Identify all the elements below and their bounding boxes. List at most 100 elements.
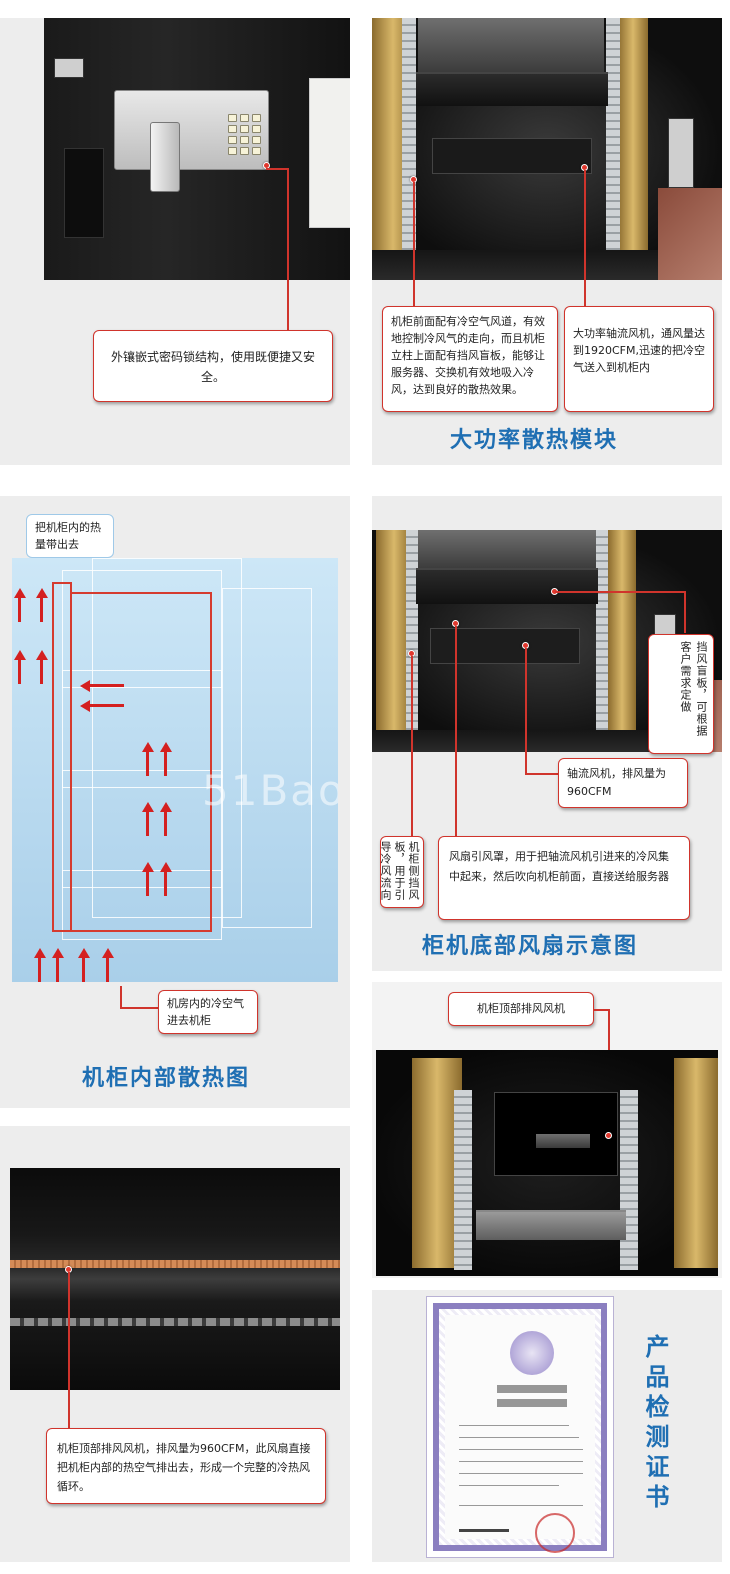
hot-air-out-callout-text: 把机柜内的热量带出去 <box>35 521 101 551</box>
door-latch <box>54 58 84 78</box>
panel-airflow-diagram: 51Baomi.com 把机柜内的热量带出去 机房内的冷空气进去机柜 机柜内部散… <box>0 496 350 1108</box>
lock-handle <box>150 122 180 192</box>
top-fan-label: 机柜顶部排风风机 <box>448 992 594 1026</box>
callout-leader <box>684 591 686 633</box>
certificate-stamp-icon <box>535 1513 575 1553</box>
certificate-text-line <box>459 1505 583 1506</box>
callout-leader <box>266 168 288 170</box>
certificate-text-line <box>459 1485 559 1486</box>
cabinet-rail-right <box>618 18 648 250</box>
cabinet-base <box>372 730 652 752</box>
callout-leader <box>413 182 415 312</box>
cooling-module-title: 大功率散热模块 <box>450 427 619 453</box>
blanking-plate-callout-text: 挡风盲板，可根据客户需求定做 <box>679 641 708 737</box>
lock-callout: 外镶嵌式密码锁结构，使用既便捷又安全。 <box>93 330 333 402</box>
door-hinge <box>64 148 104 238</box>
lock-callout-text: 外镶嵌式密码锁结构，使用既便捷又安全。 <box>110 350 315 384</box>
cabinet-rail-left <box>412 1058 462 1268</box>
bottom-fan-callout-text: 轴流风机，排风量为960CFM <box>567 767 666 798</box>
airflow-arrow-up <box>102 948 114 982</box>
bottom-fan-title: 柜机底部风扇示意图 <box>422 933 639 959</box>
callout-leader <box>287 168 289 336</box>
panel-top-exhaust: 机柜顶部排风风机，排风量为960CFM，此风扇直接把机柜内部的热空气排出去，形成… <box>0 1126 350 1562</box>
cabinet-frame <box>62 570 222 940</box>
certificate-text-line <box>459 1461 583 1462</box>
fan-tray <box>432 138 592 174</box>
panel-certificate: 产品检测证书 <box>372 1290 722 1562</box>
airflow-arrow-up <box>142 802 154 836</box>
certificate-signature-line <box>459 1529 509 1532</box>
cabinet-top-panel <box>418 530 596 570</box>
callout-leader <box>411 656 413 840</box>
cabinet-rail-left-inner <box>402 18 416 250</box>
cabinet-base <box>372 250 658 280</box>
certificate-title: 产品检测证书 <box>641 1334 670 1514</box>
copper-strip <box>10 1260 340 1268</box>
front-duct-callout: 机柜前面配有冷空气风道，有效地控制冷风气的走向，而且机柜立柱上面配有挡风盲板，能… <box>382 306 558 412</box>
door-hinge <box>668 118 694 188</box>
cold-air-in-callout: 机房内的冷空气进去机柜 <box>158 990 258 1034</box>
callout-marker <box>605 1132 612 1139</box>
test-certificate <box>426 1296 614 1558</box>
floor-tiles <box>658 188 722 280</box>
airflow-arrow-up <box>142 742 154 776</box>
airflow-diagram-title: 机柜内部散热图 <box>82 1065 251 1091</box>
cabinet-rail-left-inner <box>406 530 418 730</box>
top-fan-photo <box>376 1050 718 1276</box>
cooling-photo <box>372 18 722 280</box>
panel-password-lock: 外镶嵌式密码锁结构，使用既便捷又安全。 <box>0 18 350 465</box>
top-exhaust-callout: 机柜顶部排风风机，排风量为960CFM，此风扇直接把机柜内部的热空气排出去，形成… <box>46 1428 326 1504</box>
airflow-arrow-up <box>160 802 172 836</box>
certificate-text-line <box>459 1473 583 1474</box>
cabinet-rail-left-inner <box>454 1090 472 1270</box>
airflow-duct-outline <box>52 582 72 932</box>
exhaust-rail-photo <box>10 1168 340 1390</box>
keypad-icon <box>228 114 261 155</box>
cabinet-top-panel <box>418 18 604 74</box>
certificate-heading-line <box>497 1385 567 1393</box>
airflow-arrow-up <box>14 588 26 622</box>
certificate-text-line <box>459 1425 569 1426</box>
top-exhaust-callout-text: 机柜顶部排风风机，排风量为960CFM，此风扇直接把机柜内部的热空气排出去，形成… <box>57 1442 311 1493</box>
axial-fan-callout-text: 大功率轴流风机，通风量达到1920CFM,迅速的把冷空气送入到机柜内 <box>573 327 705 374</box>
certificate-body <box>445 1315 595 1553</box>
airflow-arrow-up <box>36 650 48 684</box>
cabinet-shelf <box>62 770 222 788</box>
airflow-arrow-up <box>78 948 90 982</box>
callout-leader <box>455 626 457 838</box>
panel-cooling-module: 机柜前面配有冷空气风道，有效地控制冷风气的走向，而且机柜立柱上面配有挡风盲板，能… <box>372 18 722 465</box>
blanking-plate <box>416 72 608 106</box>
blanking-plate-callout: 挡风盲板，可根据客户需求定做 <box>648 634 714 754</box>
fan-grille <box>536 1134 590 1148</box>
front-duct-callout-text: 机柜前面配有冷空气风道，有效地控制冷风气的走向，而且机柜立柱上面配有挡风盲板，能… <box>391 315 545 396</box>
cabinet-rail-right-inner <box>620 1090 638 1270</box>
blanking-plate <box>416 568 598 604</box>
side-baffle-callout-text: 机柜侧挡风板，用于引导冷风流向 <box>379 841 420 901</box>
airflow-duct-outline <box>72 592 212 932</box>
fan-hood-callout: 风扇引风罩，用于把轴流风机引进来的冷风集中起来，然后吹向机柜前面，直接送给服务器 <box>438 836 690 920</box>
airflow-arrow-up <box>160 742 172 776</box>
cabinet-rail-right <box>608 530 636 730</box>
callout-leader <box>120 986 122 1008</box>
lock-photo <box>44 18 350 280</box>
cabinet-rail-right <box>674 1058 718 1268</box>
callout-leader <box>555 591 685 593</box>
wireframe-diagram: 51Baomi.com <box>12 558 338 982</box>
certificate-text-line <box>459 1449 583 1450</box>
callout-leader <box>120 1007 160 1009</box>
callout-leader <box>68 1272 70 1432</box>
certificate-emblem-icon <box>510 1331 554 1375</box>
certificate-heading-line <box>497 1399 567 1407</box>
callout-leader <box>594 1009 609 1011</box>
fan-tray <box>430 628 580 664</box>
blanking-plate <box>476 1210 626 1240</box>
cabinet-rail-right-inner <box>596 530 608 730</box>
door-notice-paper <box>309 78 350 228</box>
airflow-arrow-left <box>80 680 124 692</box>
airflow-arrow-up <box>160 862 172 896</box>
airflow-arrow-up <box>14 650 26 684</box>
cold-air-in-callout-text: 机房内的冷空气进去机柜 <box>167 997 244 1027</box>
axial-fan-callout: 大功率轴流风机，通风量达到1920CFM,迅速的把冷空气送入到机柜内 <box>564 306 714 412</box>
cabinet-shelf <box>62 670 222 688</box>
watermark: 51Baomi.com <box>202 766 338 815</box>
